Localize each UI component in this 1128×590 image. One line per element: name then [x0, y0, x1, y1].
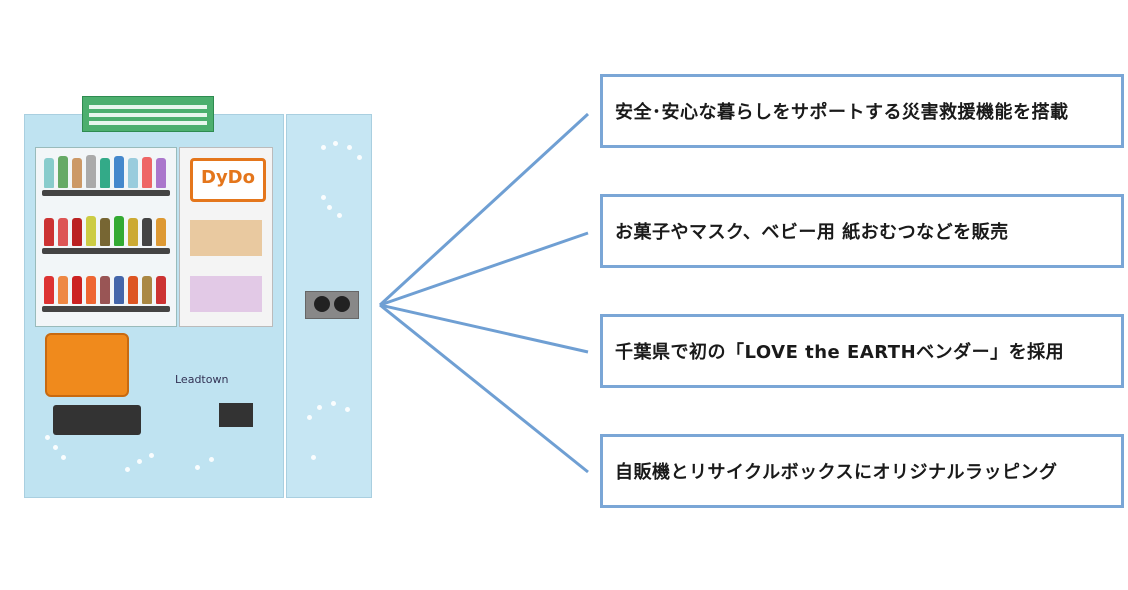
- product-shelf: [40, 152, 172, 196]
- snack-row: [190, 220, 262, 256]
- callout-text: 千葉県で初の「LOVE the EARTHベンダー」を採用: [615, 342, 1065, 363]
- coin-panel: [45, 333, 129, 397]
- recycle-box: [286, 114, 372, 498]
- info-plate: [219, 403, 253, 427]
- callout-text: 自販機とリサイクルボックスにオリジナルラッピング: [615, 462, 1058, 483]
- snack-display-panel: DyDo: [179, 147, 273, 327]
- callout-products: お菓子やマスク、ベビー用 紙おむつなどを販売: [600, 194, 1124, 268]
- recycle-slots: [305, 291, 359, 319]
- vending-machine-image: DyDo Leadtown: [24, 96, 372, 498]
- co2-zero-sign: [82, 96, 214, 132]
- dispense-slot: [53, 405, 141, 435]
- callout-text: 安全･安心な暮らしをサポートする災害救援機能を搭載: [615, 102, 1069, 123]
- product-display-window: [35, 147, 177, 327]
- vending-machine-body: DyDo Leadtown: [24, 114, 284, 498]
- dydo-logo: DyDo: [190, 158, 266, 202]
- callout-wrapping: 自販機とリサイクルボックスにオリジナルラッピング: [600, 434, 1124, 508]
- callout-text: お菓子やマスク、ベビー用 紙おむつなどを販売: [615, 222, 1009, 243]
- connector-line-3: [379, 303, 589, 354]
- product-shelf: [40, 210, 172, 254]
- machine-label: Leadtown: [175, 373, 229, 386]
- callout-disaster-relief: 安全･安心な暮らしをサポートする災害救援機能を搭載: [600, 74, 1124, 148]
- connector-line-4: [379, 303, 589, 474]
- connector-line-1: [378, 112, 590, 307]
- product-shelf: [40, 268, 172, 312]
- snack-row: [190, 276, 262, 312]
- callout-love-the-earth: 千葉県で初の「LOVE the EARTHベンダー」を採用: [600, 314, 1124, 388]
- connector-line-2: [379, 231, 589, 307]
